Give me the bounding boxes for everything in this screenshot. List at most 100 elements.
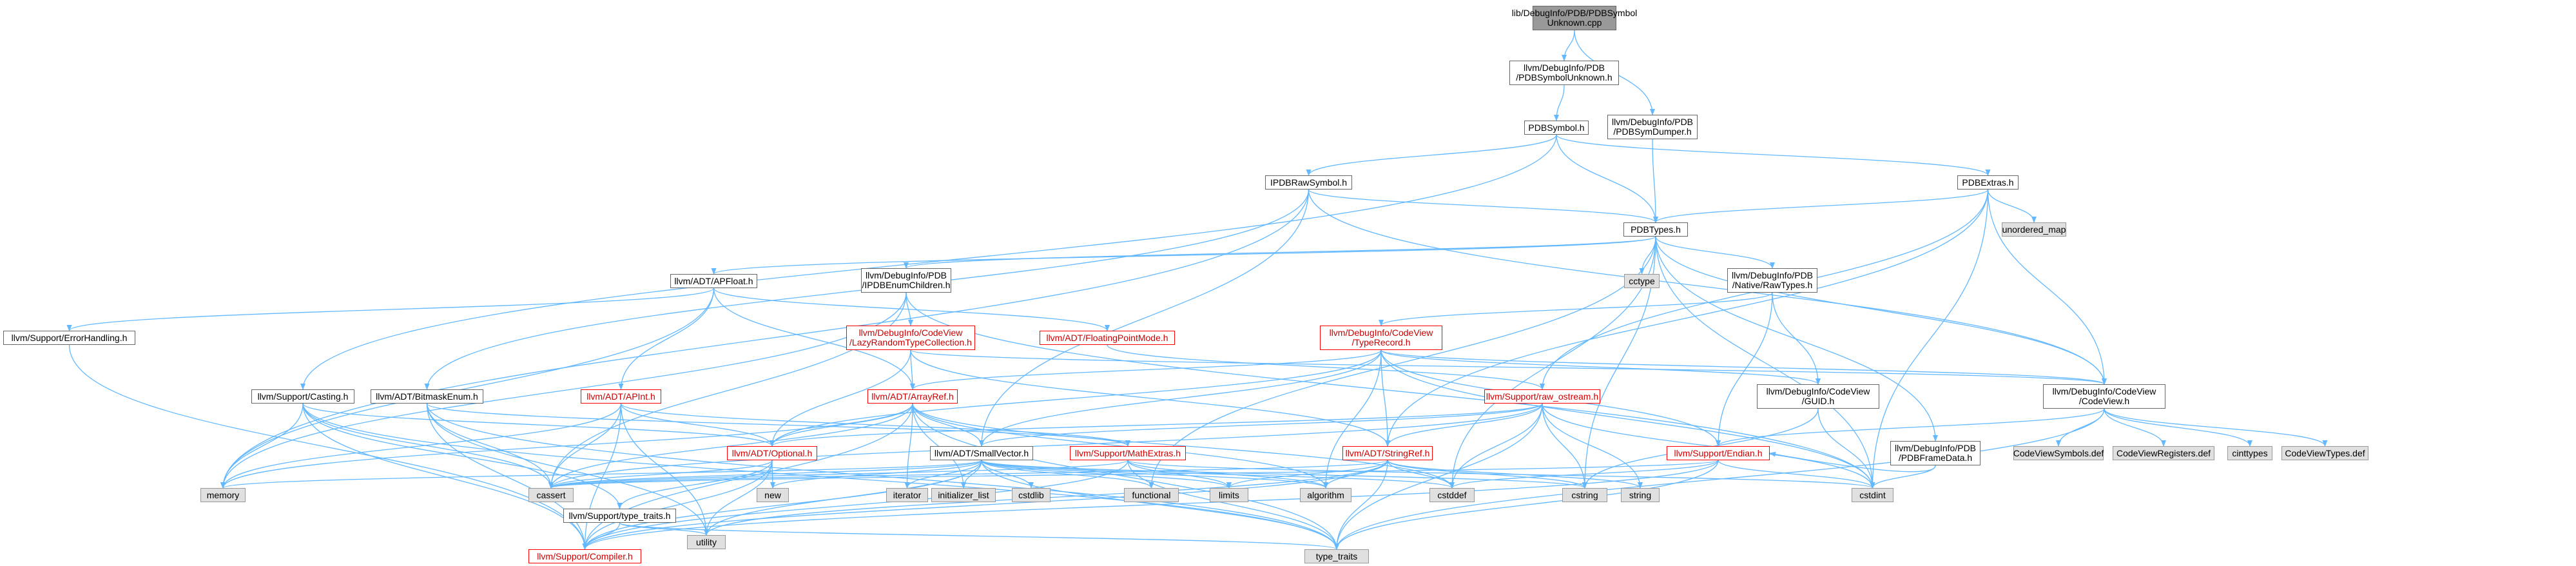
node-functional[interactable]: functional bbox=[1124, 488, 1179, 502]
node-pdbsymdumper[interactable]: llvm/DebugInfo/PDB/PDBSymDumper.h bbox=[1607, 115, 1698, 139]
edge-arrayref-to-type_traits bbox=[912, 403, 1339, 550]
edge-rawostream-to-smallvector bbox=[979, 403, 1543, 447]
node-cctype[interactable]: cctype bbox=[1624, 274, 1660, 288]
edge-lazyrandom-to-optional bbox=[770, 349, 911, 447]
edge-apint-to-cassert bbox=[548, 403, 622, 489]
node-iterator[interactable]: iterator bbox=[886, 488, 928, 502]
node-typerecord[interactable]: llvm/DebugInfo/CodeView/TypeRecord.h bbox=[1320, 326, 1442, 350]
node-type-traits[interactable]: type_traits bbox=[1304, 549, 1369, 563]
edge-codeview-to-cvsymbols bbox=[2056, 408, 2105, 447]
node-label: functional bbox=[1132, 489, 1171, 500]
node-compiler[interactable]: llvm/Support/Compiler.h bbox=[528, 549, 641, 563]
node-label: llvm/DebugInfo/CodeView bbox=[858, 327, 963, 338]
node-pdbsymbol[interactable]: PDBSymbol.h bbox=[1524, 121, 1589, 135]
node-label: PDBTypes.h bbox=[1631, 224, 1681, 235]
edge-pdbtypes-to-apfloat bbox=[711, 236, 1656, 275]
node-smallvector[interactable]: llvm/ADT/SmallVector.h bbox=[930, 446, 1033, 460]
node-pdbframedata[interactable]: llvm/DebugInfo/PDB/PDBFrameData.h bbox=[1890, 441, 1980, 465]
edge-pdbsymdumper-to-pdbtypes bbox=[1652, 139, 1658, 223]
edge-apint-to-optional bbox=[620, 403, 775, 447]
edge-pdbextras-to-stringref bbox=[1385, 189, 1989, 447]
node-cassert[interactable]: cassert bbox=[528, 488, 574, 502]
node-label: iterator bbox=[893, 489, 922, 500]
node-label: llvm/DebugInfo/CodeView bbox=[1329, 327, 1433, 338]
edge-mathextras-to-compiler bbox=[582, 460, 1128, 550]
node-label: IPDBRawSymbol.h bbox=[1270, 177, 1348, 188]
node-errorhandling[interactable]: llvm/Support/ErrorHandling.h bbox=[3, 331, 135, 345]
node-label: llvm/Support/raw_ostream.h bbox=[1486, 391, 1599, 402]
node-ipdbrawsymbol[interactable]: IPDBRawSymbol.h bbox=[1265, 175, 1352, 190]
node-optional[interactable]: llvm/ADT/Optional.h bbox=[727, 446, 817, 460]
edge-apint-to-utility bbox=[620, 403, 709, 536]
node-floatingpoint[interactable]: llvm/ADT/FloatingPointMode.h bbox=[1040, 331, 1175, 345]
node-cstring[interactable]: cstring bbox=[1562, 488, 1607, 502]
edge-bitmaskenum-to-compiler bbox=[426, 403, 588, 550]
node-initlist[interactable]: initializer_list bbox=[931, 488, 996, 502]
edge-smallvector-to-cstdlib bbox=[981, 460, 1034, 489]
edge-typerecord-to-optional bbox=[770, 349, 1382, 447]
edge-typerecord-to-codeview bbox=[1380, 349, 2107, 385]
edge-rawtypes-to-typerecord bbox=[1379, 292, 1773, 326]
edge-arrayref-to-cstddef bbox=[912, 403, 1455, 489]
node-pdbtypes[interactable]: PDBTypes.h bbox=[1623, 222, 1688, 237]
node-cinttypes[interactable]: cinttypes bbox=[2227, 446, 2272, 460]
node-label: llvm/ADT/FloatingPointMode.h bbox=[1046, 332, 1168, 343]
node-cstddef[interactable]: cstddef bbox=[1429, 488, 1475, 502]
edge-apint-to-memory bbox=[220, 403, 622, 489]
node-cvsymbols[interactable]: CodeViewSymbols.def bbox=[2013, 446, 2104, 460]
node-cstdint[interactable]: cstdint bbox=[1852, 488, 1893, 502]
node-typetraits-h[interactable]: llvm/Support/type_traits.h bbox=[563, 509, 676, 523]
node-lazyrandom[interactable]: llvm/DebugInfo/CodeView/LazyRandomTypeCo… bbox=[846, 326, 975, 350]
node-label: initializer_list bbox=[938, 489, 989, 500]
node-ipdbenum[interactable]: llvm/DebugInfo/PDB/IPDBEnumChildren.h bbox=[861, 268, 951, 293]
node-label: lib/DebugInfo/PDB/PDBSymbol bbox=[1511, 8, 1638, 18]
node-pdbextras[interactable]: PDBExtras.h bbox=[1957, 175, 2019, 190]
node-label: llvm/Support/Casting.h bbox=[257, 391, 349, 402]
node-codeview[interactable]: llvm/DebugInfo/CodeView/CodeView.h bbox=[2043, 384, 2165, 409]
node-rawtypes[interactable]: llvm/DebugInfo/PDB/Native/RawTypes.h bbox=[1727, 268, 1817, 293]
node-guid[interactable]: llvm/DebugInfo/CodeView/GUID.h bbox=[1757, 384, 1879, 409]
node-stringref[interactable]: llvm/ADT/StringRef.h bbox=[1342, 446, 1433, 460]
node-mathextras[interactable]: llvm/Support/MathExtras.h bbox=[1070, 446, 1186, 460]
node-utility[interactable]: utility bbox=[687, 535, 726, 549]
edge-smallvector-to-new bbox=[770, 460, 982, 489]
node-label: /IPDBEnumChildren.h bbox=[862, 280, 951, 290]
edge-rawtypes-to-guid bbox=[1772, 292, 1821, 385]
node-casting[interactable]: llvm/Support/Casting.h bbox=[251, 389, 354, 404]
node-bitmaskenum[interactable]: llvm/ADT/BitmaskEnum.h bbox=[371, 389, 483, 404]
edge-stringref-to-cstring bbox=[1387, 460, 1587, 489]
node-label: new bbox=[764, 489, 781, 500]
node-label: /Native/RawTypes.h bbox=[1732, 280, 1813, 290]
edge-pdbsymbol-to-ipdbrawsymbol bbox=[1306, 134, 1557, 176]
node-arrayref[interactable]: llvm/ADT/ArrayRef.h bbox=[867, 389, 958, 404]
node-cstdlib[interactable]: cstdlib bbox=[1012, 488, 1051, 502]
node-endian[interactable]: llvm/Support/Endian.h bbox=[1667, 446, 1770, 460]
edge-ipdbrawsymbol-to-memory bbox=[220, 189, 1310, 489]
edge-endian-to-type_traits bbox=[1334, 460, 1719, 550]
edge-stringref-to-compiler bbox=[582, 460, 1388, 550]
node-apfloat[interactable]: llvm/ADT/APFloat.h bbox=[670, 274, 757, 288]
node-label: algorithm bbox=[1307, 489, 1344, 500]
node-label: PDBSymbol.h bbox=[1528, 122, 1585, 133]
edge-codeview-to-cvregisters bbox=[2104, 408, 2166, 447]
node-cvtypes[interactable]: CodeViewTypes.def bbox=[2281, 446, 2368, 460]
node-pdbsymbolunknown[interactable]: llvm/DebugInfo/PDB/PDBSymbolUnknown.h bbox=[1509, 61, 1619, 85]
node-cvregisters[interactable]: CodeViewRegisters.def bbox=[2113, 446, 2214, 460]
node-unordered-map[interactable]: unordered_map bbox=[2002, 222, 2066, 237]
node-new[interactable]: new bbox=[757, 488, 789, 502]
node-rawostream[interactable]: llvm/Support/raw_ostream.h bbox=[1484, 389, 1600, 404]
node-limits[interactable]: limits bbox=[1210, 488, 1248, 502]
edge-stringref-to-cassert bbox=[548, 460, 1388, 489]
node-memory[interactable]: memory bbox=[200, 488, 246, 502]
edge-errorhandling-to-compiler bbox=[68, 344, 588, 550]
node-label: cstddef bbox=[1437, 489, 1467, 500]
edge-stringref-to-algorithm bbox=[1323, 460, 1388, 489]
node-apint[interactable]: llvm/ADT/APInt.h bbox=[581, 389, 661, 404]
node-string[interactable]: string bbox=[1621, 488, 1660, 502]
node-label: llvm/DebugInfo/PDB bbox=[1611, 117, 1694, 127]
node-label: llvm/ADT/BitmaskEnum.h bbox=[376, 391, 478, 402]
edge-pdbframedata-to-endian bbox=[1769, 451, 1936, 473]
node-algorithm[interactable]: algorithm bbox=[1300, 488, 1351, 502]
